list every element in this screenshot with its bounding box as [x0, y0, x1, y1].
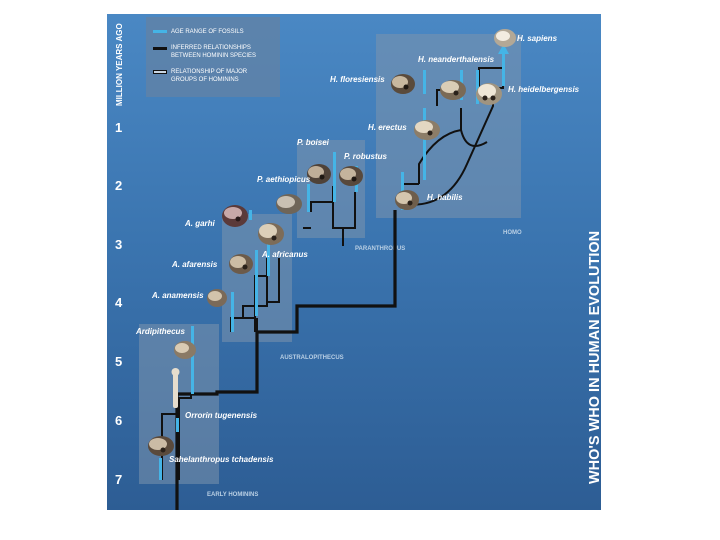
legend-swatch-age-range	[153, 30, 167, 33]
label-sapiens: H. sapiens	[517, 34, 558, 43]
label-ardipithecus: Ardipithecus	[135, 327, 185, 336]
label-neanderthalensis: H. neanderthalensis	[418, 55, 495, 64]
skull-illustrations	[148, 29, 516, 456]
legend-label-major-2: GROUPS OF HOMININS	[171, 77, 239, 83]
label-erectus: H. erectus	[368, 123, 407, 132]
label-africanus: A. africanus	[261, 250, 308, 259]
skull-garhi-icon	[222, 205, 248, 227]
label-orrorin: Orrorin tugenensis	[185, 411, 258, 420]
legend-label-major-1: RELATIONSHIP OF MAJOR	[171, 69, 248, 75]
age-bar-garhi	[249, 210, 252, 220]
label-garhi: A. garhi	[184, 219, 216, 228]
age-bar-erectus	[423, 108, 426, 180]
age-bar-aethiopicus	[307, 184, 310, 212]
label-aethiopicus: P. aethiopicus	[257, 175, 311, 184]
tick-5: 5	[115, 354, 122, 369]
legend-swatch-inferred	[153, 47, 167, 50]
tick-4: 4	[115, 295, 123, 310]
skull-erectus-icon	[414, 120, 440, 140]
skull-neanderthalensis-icon	[440, 80, 466, 100]
tick-1: 1	[115, 120, 122, 135]
bone-orrorin-icon	[171, 368, 180, 408]
age-bar-sahelanthropus	[159, 458, 162, 480]
skull-afarensis-icon	[229, 254, 253, 274]
tick-3: 3	[115, 237, 122, 252]
age-bar-anamensis	[231, 292, 234, 332]
age-bar-africanus	[267, 236, 270, 276]
axis-label: MILLION YEARS AGO	[115, 23, 124, 106]
vertical-title: WHO'S WHO IN HUMAN EVOLUTION	[587, 231, 601, 484]
skull-ardipithecus-icon	[174, 341, 196, 359]
tick-7: 7	[115, 472, 122, 487]
legend: AGE RANGE OF FOSSILS INFERRED RELATIONSH…	[146, 17, 280, 97]
age-bar-heidelbergensis	[476, 70, 479, 104]
label-anamensis: A. anamensis	[151, 291, 204, 300]
skull-aethiopicus-icon	[276, 194, 302, 214]
age-bar-ardipithecus	[191, 326, 194, 394]
age-bar-floresiensis	[423, 70, 426, 94]
skull-floresiensis-icon	[391, 74, 415, 94]
skull-boisei-icon	[307, 164, 331, 184]
evolution-chart-panel: MILLION YEARS AGO 1 2 3 4 5 6 7 AGE RANG…	[107, 14, 601, 510]
tick-6: 6	[115, 413, 122, 428]
skull-africanus-icon	[258, 223, 284, 245]
skull-anamensis-icon	[207, 289, 227, 307]
group-box-homo	[376, 34, 521, 218]
age-bar-afarensis	[255, 250, 258, 316]
skull-robustus-icon	[339, 166, 363, 186]
group-label-australopithecus: AUSTRALOPITHECUS	[280, 355, 344, 361]
group-label-early-hominins: EARLY HOMININS	[207, 492, 258, 498]
legend-label-inferred-1: INFERRED RELATIONSHIPS	[171, 45, 251, 51]
label-floresiensis: H. floresiensis	[330, 75, 385, 84]
legend-label-inferred-2: BETWEEN HOMININ SPECIES	[171, 53, 256, 59]
label-boisei: P. boisei	[297, 138, 330, 147]
tick-2: 2	[115, 178, 122, 193]
age-bar-boisei	[333, 152, 336, 202]
group-label-homo: HOMO	[503, 230, 522, 236]
age-bar-orrorin	[176, 418, 179, 432]
skull-heidelbergensis-icon	[476, 83, 502, 105]
skull-habilis-icon	[395, 190, 419, 210]
label-heidelbergensis: H. heidelbergensis	[508, 85, 580, 94]
sapiens-arrow-icon	[498, 44, 509, 54]
label-sahelanthropus: Sahelanthropus tchadensis	[169, 455, 274, 464]
legend-label-age-range: AGE RANGE OF FOSSILS	[171, 29, 244, 35]
label-afarensis: A. afarensis	[171, 260, 218, 269]
age-bar-sapiens	[502, 42, 505, 86]
label-habilis: H. habilis	[427, 193, 463, 202]
skull-sapiens-icon	[494, 29, 516, 47]
label-robustus: P. robustus	[344, 152, 388, 161]
group-label-paranthropus: PARANTHROPUS	[355, 246, 405, 252]
skull-sahelanthropus-icon	[148, 436, 174, 456]
